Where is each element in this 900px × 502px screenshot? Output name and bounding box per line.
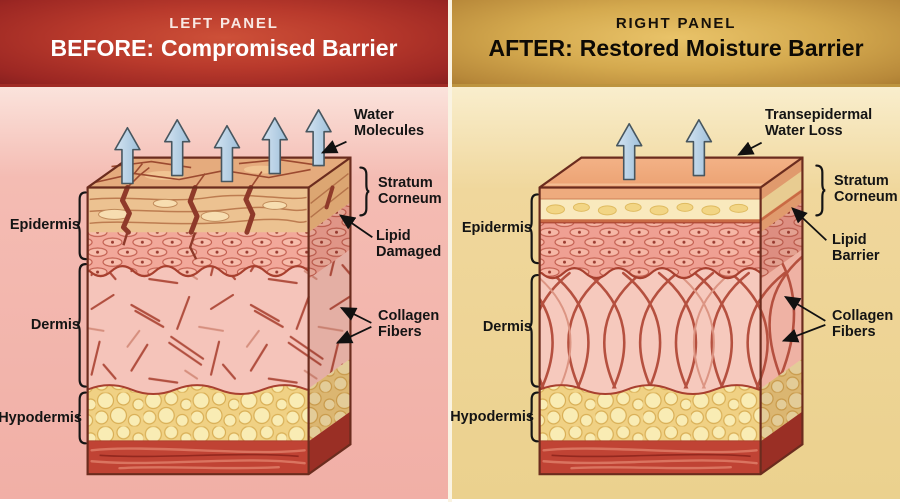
- before-collagen-fibers-label: Collagen Fibers: [378, 308, 440, 341]
- after-illustration-area: Epidermis Dermis Hypodermis Transepiderm…: [450, 87, 900, 499]
- epidermis-brace: [528, 193, 539, 265]
- pointer-arrows: [737, 141, 827, 343]
- before-header: LEFT PANEL BEFORE:Compromised Barrier: [0, 0, 448, 87]
- before-skin-diagram: [76, 109, 373, 476]
- before-water-molecules-label: Water Molecules: [354, 107, 425, 140]
- after-dermis-label: Dermis: [482, 319, 532, 335]
- before-title-strong: BEFORE:: [50, 35, 155, 61]
- after-title: AFTER:Restored Moisture Barrier: [452, 35, 900, 62]
- muscle-layer: [539, 411, 803, 475]
- after-hypodermis-label: Hypodermis: [450, 409, 534, 425]
- transepidermal-pointer: [737, 141, 763, 156]
- after-skin-diagram: [528, 118, 827, 476]
- barrier-cracks: [119, 184, 256, 235]
- water-molecules-pointer: [320, 140, 347, 154]
- pointer-arrows: [320, 140, 373, 344]
- collagen-pointer-1: [783, 296, 826, 322]
- stratum-corneum-brace: [359, 166, 370, 217]
- after-epidermis-label: Epidermis: [461, 220, 532, 236]
- after-kicker: RIGHT PANEL: [615, 15, 737, 32]
- after-collagen-fibers-label: Collagen Fibers: [832, 308, 894, 341]
- hypodermis-brace: [76, 391, 87, 445]
- after-header: RIGHT PANEL AFTER:Restored Moisture Barr…: [452, 0, 900, 87]
- before-lipid-damaged-label: Lipid Damaged: [376, 228, 442, 261]
- epidermis-layer: [86, 202, 351, 280]
- lipid-damaged-pointer: [339, 214, 373, 238]
- smooth-surface-top: [539, 157, 803, 188]
- callout-marks: [528, 141, 827, 443]
- layer-braces: [528, 164, 826, 443]
- before-dermis-label: Dermis: [30, 317, 80, 333]
- before-panel: LEFT PANEL BEFORE:Compromised Barrier: [0, 0, 448, 502]
- stratum-corneum-brace: [815, 164, 826, 217]
- dermis-brace: [76, 263, 87, 388]
- collagen-pointer-1: [339, 307, 372, 324]
- muscle-layer: [87, 411, 351, 475]
- before-kicker: LEFT PANEL: [169, 15, 279, 32]
- layer-braces: [76, 166, 370, 445]
- epidermis-brace: [76, 191, 87, 261]
- stratum-corneum-damaged: [87, 157, 351, 235]
- after-title-strong: AFTER:: [488, 35, 573, 61]
- hypodermis-layer: [86, 358, 351, 443]
- skin-block-after: [538, 156, 804, 476]
- before-title-rest: Compromised Barrier: [161, 35, 398, 61]
- after-transepidermal-label: Transepidermal Water Loss: [765, 107, 873, 140]
- dermis-brace: [528, 273, 539, 388]
- before-illustration-area: Epidermis Dermis Hypodermis Water Molecu…: [0, 87, 448, 499]
- stratum-corneum-restored: [539, 157, 804, 233]
- after-lipid-barrier-label: Lipid Barrier: [832, 232, 880, 265]
- hypodermis-brace: [528, 391, 539, 443]
- collagen-pointer-2: [781, 324, 826, 343]
- collagen-pointer-2: [335, 326, 372, 344]
- after-stratum-corneum-label: Stratum Corneum: [834, 173, 898, 206]
- lipid-barrier-pointer: [791, 207, 827, 241]
- after-panel: RIGHT PANEL AFTER:Restored Moisture Barr…: [450, 0, 900, 502]
- panel-divider: [448, 0, 452, 502]
- before-title: BEFORE:Compromised Barrier: [0, 35, 448, 62]
- hypodermis-layer: [538, 358, 803, 443]
- block-outline: [86, 156, 352, 476]
- before-stratum-corneum-label: Stratum Corneum: [378, 175, 442, 208]
- skin-block-before: [86, 156, 352, 476]
- after-title-rest: Restored Moisture Barrier: [579, 35, 864, 61]
- before-epidermis-label: Epidermis: [9, 217, 80, 233]
- callout-marks: [76, 140, 373, 445]
- block-outline: [538, 156, 804, 476]
- before-hypodermis-label: Hypodermis: [0, 410, 82, 426]
